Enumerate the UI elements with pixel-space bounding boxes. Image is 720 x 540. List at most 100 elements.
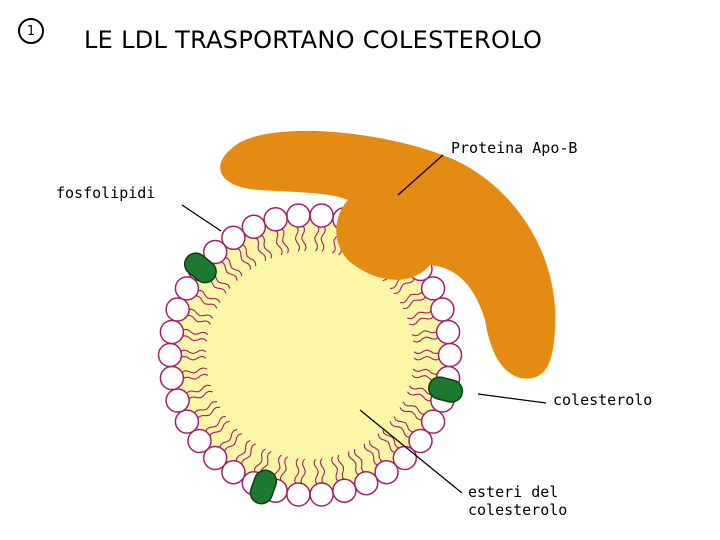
cholesterol-molecules xyxy=(183,252,464,505)
phospholipid-head xyxy=(408,428,433,454)
phospholipid-head xyxy=(174,276,200,301)
phospholipid-head xyxy=(263,207,288,232)
phospholipid-head xyxy=(374,459,399,485)
apo-b-leader-line xyxy=(397,154,444,196)
phospholipid-tail xyxy=(393,277,416,295)
phospholipid-tail xyxy=(223,433,243,453)
cholesterol-upper-left xyxy=(183,252,217,284)
phospholipid-tail xyxy=(182,328,209,336)
phospholipid-head xyxy=(241,214,267,240)
phospholipid-head xyxy=(286,482,311,507)
phospholipid-tail xyxy=(279,456,289,482)
phospholipid-tail xyxy=(274,229,283,256)
colesterolo-leader-line xyxy=(477,393,547,404)
phospholipid-head xyxy=(437,342,463,368)
phospholipid-head xyxy=(159,319,185,345)
phospholipid-tail xyxy=(301,224,307,252)
phospholipid-tail xyxy=(241,243,257,267)
apo-b-label: Proteina Apo-B xyxy=(451,139,578,157)
slide-number-badge: 1 xyxy=(18,18,44,44)
phospholipid-tail xyxy=(224,256,243,277)
phospholipid-tail xyxy=(406,391,432,402)
phospholipid-head xyxy=(159,365,185,391)
cholesterol-right xyxy=(428,376,464,403)
phospholipid-tail xyxy=(196,406,221,421)
phospholipid-head xyxy=(420,276,446,301)
phospholipid-tail xyxy=(294,458,300,485)
phospholipid-tail xyxy=(185,384,211,395)
lipid-core xyxy=(170,215,450,495)
phospholipid-tail xyxy=(254,236,267,262)
phospholipid-tail xyxy=(185,314,212,325)
esteri-label-line1: esteri del xyxy=(468,483,559,501)
phospholipid-head xyxy=(309,482,334,507)
phospholipid-tail xyxy=(197,289,221,304)
phospholipid-head xyxy=(353,470,379,496)
phospholipid-head xyxy=(165,388,190,413)
phospholipid-tail xyxy=(260,234,272,259)
phospholipid-tail xyxy=(294,225,301,252)
phospholipid-tail xyxy=(348,451,360,476)
phospholipid-tail xyxy=(363,443,379,467)
phospholipid-head xyxy=(286,203,311,228)
phospholipid-tail xyxy=(353,448,366,474)
phospholipid-tail xyxy=(382,429,401,450)
phospholipid-tail xyxy=(377,433,396,454)
fosfolipidi-leader-line xyxy=(181,204,222,232)
phospholipid-tail xyxy=(193,401,218,415)
phospholipid-tail xyxy=(179,355,207,361)
phospholipid-tail xyxy=(412,336,440,343)
phospholipid-tail xyxy=(241,443,257,466)
phospholipid-tail xyxy=(402,401,426,415)
phospholipid-tail xyxy=(179,349,207,355)
phospholipid-head xyxy=(187,428,212,454)
phospholipid-tail xyxy=(408,385,435,396)
phospholipid-head xyxy=(174,409,200,434)
phospholipid-tail xyxy=(402,295,427,309)
phospholipid-tail xyxy=(393,416,415,433)
phospholipid-tail xyxy=(180,367,208,374)
phospholipid-tail xyxy=(319,458,326,485)
phospholipid-head xyxy=(165,297,190,322)
phospholipid-tail xyxy=(409,315,435,326)
phospholipid-head xyxy=(221,225,246,251)
phospholipid-tail xyxy=(411,329,439,337)
colesterolo-label: colesterolo xyxy=(553,391,653,409)
phospholipid-tail xyxy=(208,420,231,438)
phospholipid-head xyxy=(202,445,228,471)
phospholipid-tail xyxy=(194,295,218,309)
phospholipid-head xyxy=(430,297,455,322)
phospholipid-tail xyxy=(413,349,441,355)
phospholipid-tail xyxy=(181,335,208,342)
slide-title: LE LDL TRASPORTANO COLESTEROLO xyxy=(84,26,543,54)
apo-b-protein xyxy=(220,130,556,379)
esteri-label-line2: colesterolo xyxy=(468,501,568,519)
leader-lines xyxy=(181,154,547,494)
phospholipid-tail xyxy=(187,390,213,401)
phospholipid-head xyxy=(435,319,461,345)
esteri-label: esteri del colesterolo xyxy=(468,483,567,519)
phospholipid-tail xyxy=(181,373,209,381)
fosfolipidi-label: fosfolipidi xyxy=(56,184,156,202)
phospholipid-tail xyxy=(413,355,441,361)
phospholipid-tail xyxy=(235,247,251,270)
phospholipid-tail xyxy=(235,439,251,463)
phospholipid-tail xyxy=(314,224,320,252)
phospholipid-tail xyxy=(204,415,227,433)
cholesterol-bottom xyxy=(249,469,278,505)
esteri-leader-line xyxy=(359,409,463,494)
phospholipid-head xyxy=(332,478,357,503)
phospholipid-tail xyxy=(389,421,411,438)
phospholipid-tail xyxy=(412,368,439,375)
phospholipid-head xyxy=(202,239,228,265)
phospholipid-tail xyxy=(313,458,319,486)
phospholipid-tail xyxy=(300,458,306,486)
phospholipid-head xyxy=(221,459,246,485)
phospholipid-head xyxy=(309,203,334,228)
phospholipid-tail xyxy=(407,309,433,320)
phospholipid-tail xyxy=(219,428,238,449)
phospholipid-tail xyxy=(399,289,424,304)
phospholipid-tail xyxy=(280,227,289,254)
phospholipid-tail xyxy=(399,406,423,421)
